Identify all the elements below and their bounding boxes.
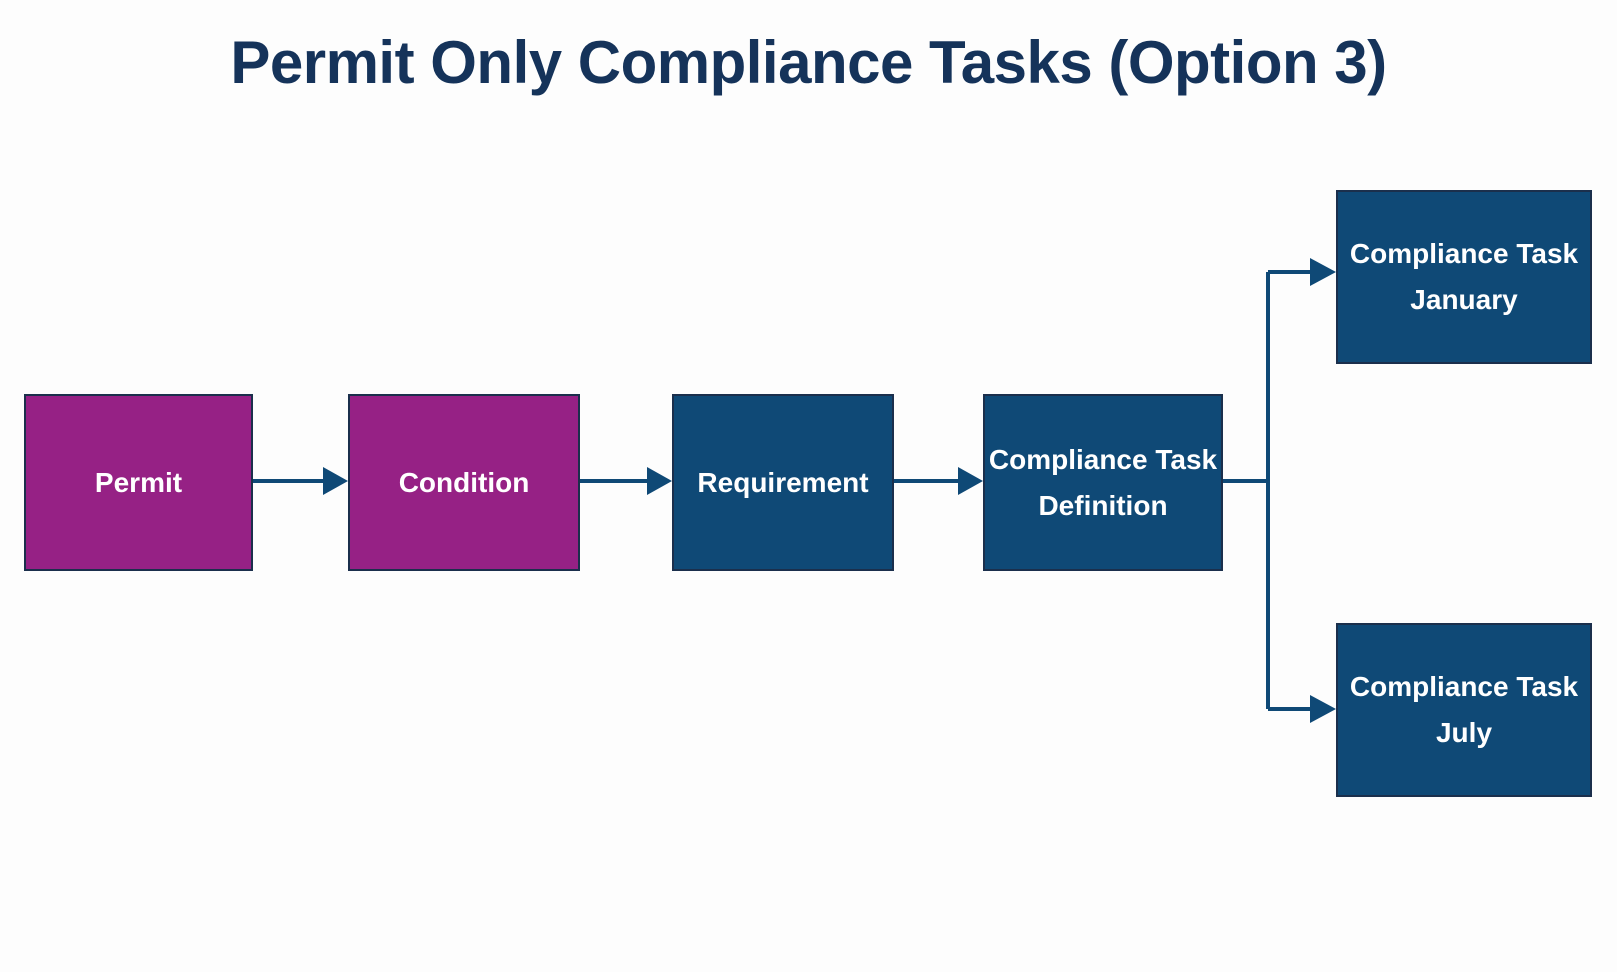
arrowhead-july	[1310, 695, 1336, 723]
node-definition-label-line1: Compliance Task	[988, 443, 1218, 475]
node-compliance-task-january: Compliance Task January	[1336, 190, 1592, 364]
node-compliance-task-definition: Compliance Task Definition	[983, 394, 1223, 571]
node-july-label-line2: July	[1435, 717, 1493, 748]
node-permit: Permit	[24, 394, 253, 571]
diagram-title: Permit Only Compliance Tasks (Option 3)	[230, 29, 1387, 96]
node-requirement-label: Requirement	[697, 466, 869, 498]
node-compliance-task-july: Compliance Task July	[1336, 623, 1592, 797]
node-definition-label-line2: Definition	[1038, 489, 1168, 521]
node-january-label-line1: Compliance Task	[1349, 238, 1579, 269]
arrowhead-condition	[323, 467, 348, 495]
arrowhead-january	[1310, 258, 1336, 286]
node-january-label-line2: January	[1410, 284, 1518, 315]
node-condition: Condition	[348, 394, 580, 571]
node-permit-label: Permit	[94, 466, 183, 498]
arrowhead-requirement	[647, 467, 672, 495]
arrowhead-definition	[958, 467, 983, 495]
node-july-label-line1: Compliance Task	[1349, 671, 1579, 702]
node-condition-label: Condition	[398, 466, 530, 498]
node-requirement: Requirement	[672, 394, 894, 571]
